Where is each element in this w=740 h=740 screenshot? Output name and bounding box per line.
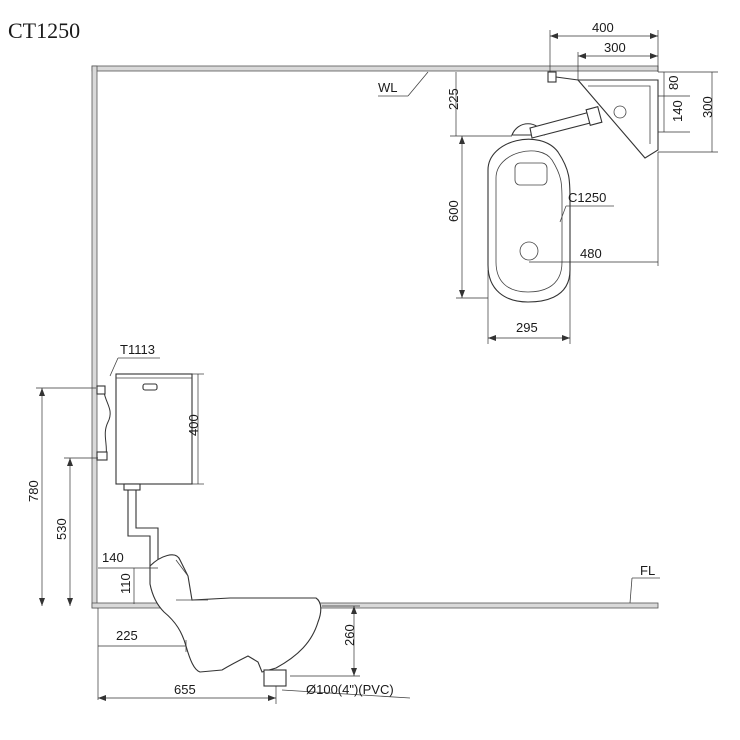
dim-tank-400-value: 400 bbox=[186, 414, 201, 436]
dim-right-300-value: 300 bbox=[700, 96, 715, 118]
drawing-title: CT1250 bbox=[8, 18, 81, 43]
left-wall bbox=[91, 65, 98, 609]
dim-tank-400: 400 bbox=[186, 373, 204, 485]
flush-pipe-plan bbox=[529, 106, 603, 139]
c1250-leader: C1250 bbox=[559, 190, 614, 223]
dim-left-600-value: 600 bbox=[446, 200, 461, 222]
wl-label: WL bbox=[378, 80, 398, 95]
floor-line bbox=[91, 602, 659, 609]
dim-length-655: 655 bbox=[98, 682, 277, 704]
dim-260-value: 260 bbox=[342, 624, 357, 646]
arrowheads bbox=[39, 33, 658, 701]
dim-width-480: 480 bbox=[529, 152, 659, 266]
fl-leader: FL bbox=[629, 563, 660, 604]
dim-left-600: 600 bbox=[446, 136, 488, 299]
dim-bottom-295: 295 bbox=[487, 270, 571, 344]
top-wall bbox=[91, 65, 659, 72]
dim-530-value: 530 bbox=[54, 518, 69, 540]
dim-right-80: 80 bbox=[658, 71, 690, 97]
wl-leader: WL bbox=[378, 71, 429, 97]
c1250-label: C1250 bbox=[568, 190, 606, 205]
dim-655-value: 655 bbox=[174, 682, 196, 697]
flush-pipe-elevation bbox=[123, 483, 159, 567]
dim-140-value: 140 bbox=[102, 550, 124, 565]
corner-cistern-plan bbox=[547, 71, 659, 159]
squat-bowl-plan bbox=[487, 123, 571, 303]
dim-780-value: 780 bbox=[26, 480, 41, 502]
dim-height-780: 780 bbox=[26, 387, 96, 606]
dim-top-400-value: 400 bbox=[592, 20, 614, 35]
dim-right-140-value: 140 bbox=[670, 100, 685, 122]
dim-left-225-value: 225 bbox=[446, 88, 461, 110]
dim-225b-value: 225 bbox=[116, 628, 138, 643]
dim-bottom-295-value: 295 bbox=[516, 320, 538, 335]
squat-pan-elevation bbox=[149, 554, 322, 687]
dim-110-value: 110 bbox=[118, 573, 133, 594]
dim-offset-110: 110 bbox=[118, 568, 135, 604]
outlet-leader: Ø100(4")(PVC) bbox=[281, 682, 411, 699]
t1113-label: T1113 bbox=[120, 342, 155, 357]
dim-left-225: 225 bbox=[446, 72, 512, 137]
dim-width-480-value: 480 bbox=[580, 246, 602, 261]
dim-right-140: 140 bbox=[658, 96, 690, 133]
dim-bottom-225: 225 bbox=[97, 608, 187, 700]
dim-right-80-value: 80 bbox=[666, 76, 681, 90]
dim-offset-140: 140 bbox=[98, 550, 158, 569]
outlet-label: Ø100(4")(PVC) bbox=[306, 682, 394, 697]
t1113-leader: T1113 bbox=[109, 342, 160, 377]
dim-top-300-value: 300 bbox=[604, 40, 626, 55]
dim-top-400: 400 bbox=[549, 20, 659, 72]
fl-label: FL bbox=[640, 563, 655, 578]
dim-right-300: 300 bbox=[658, 71, 718, 153]
dim-top-300: 300 bbox=[577, 40, 658, 80]
dim-depth-260: 260 bbox=[290, 605, 360, 677]
tank-elevation bbox=[96, 373, 193, 485]
dim-height-530: 530 bbox=[54, 457, 98, 606]
